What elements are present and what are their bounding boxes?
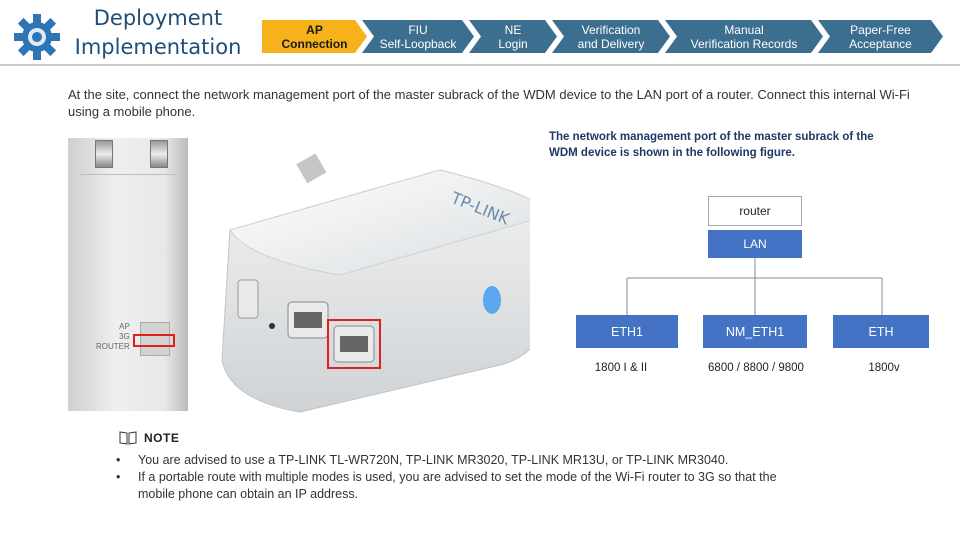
step-label: Manual xyxy=(724,22,764,37)
header: Deployment Implementation xyxy=(0,0,960,66)
book-icon xyxy=(119,431,137,445)
note-label: NOTE xyxy=(144,431,180,445)
port-eth1: ETH1 xyxy=(576,315,678,348)
mode-switch-highlight xyxy=(133,334,175,347)
page-title-line2: Implementation xyxy=(74,35,242,59)
tp-link-router-photo: TP-LINK xyxy=(221,153,530,413)
note-header: NOTE xyxy=(118,430,179,446)
step-label: Paper-Free xyxy=(850,22,911,37)
wdm-subrack-photo xyxy=(68,138,188,411)
switch-label: ROUTER xyxy=(96,342,130,351)
mode-switch-labels: AP 3G ROUTER xyxy=(96,322,130,352)
step-label: Connection xyxy=(281,36,348,51)
step-label: FIU xyxy=(408,22,428,37)
port-eth: ETH xyxy=(833,315,929,348)
step-label: Self-Loopback xyxy=(379,36,457,51)
switch-label: 3G xyxy=(119,332,130,341)
lan-port-highlight xyxy=(327,319,381,369)
port-eth1-models: 1800 I & II xyxy=(594,362,648,374)
status-led xyxy=(483,286,501,314)
router-box: router xyxy=(708,196,802,226)
usb-port xyxy=(237,279,259,319)
step-label: and Delivery xyxy=(577,36,645,51)
screw xyxy=(150,140,168,168)
note-item: If a portable route with multiple modes … xyxy=(116,469,816,503)
step-label: Verification xyxy=(581,22,641,37)
port-eth-models: 1800v xyxy=(868,362,900,374)
step-label: Acceptance xyxy=(849,36,912,51)
step-label: NE xyxy=(504,22,522,37)
panel-divider xyxy=(80,174,176,175)
note-item: You are advised to use a TP-LINK TL-WR72… xyxy=(116,452,816,469)
port-nm-eth1: NM_ETH1 xyxy=(703,315,807,348)
port-nm-eth1-models: 6800 / 8800 / 9800 xyxy=(708,362,804,374)
step-label: Login xyxy=(498,36,528,51)
reset-hole xyxy=(269,323,275,329)
screw xyxy=(95,140,113,168)
step-label: Verification Records xyxy=(690,36,798,51)
page-title-line1: Deployment xyxy=(93,6,223,30)
page-title: Deployment Implementation xyxy=(68,4,248,62)
header-divider xyxy=(0,64,960,66)
topology-lines xyxy=(626,258,883,315)
gear-icon xyxy=(14,14,60,60)
step-label: AP xyxy=(306,22,323,37)
switch-label: AP xyxy=(119,322,130,331)
lan-box: LAN xyxy=(708,230,802,258)
intro-text: At the site, connect the network managem… xyxy=(68,87,910,119)
note-list: You are advised to use a TP-LINK TL-WR72… xyxy=(116,452,816,503)
figure-caption: The network management port of the maste… xyxy=(549,131,874,159)
mode-switch xyxy=(140,322,170,356)
